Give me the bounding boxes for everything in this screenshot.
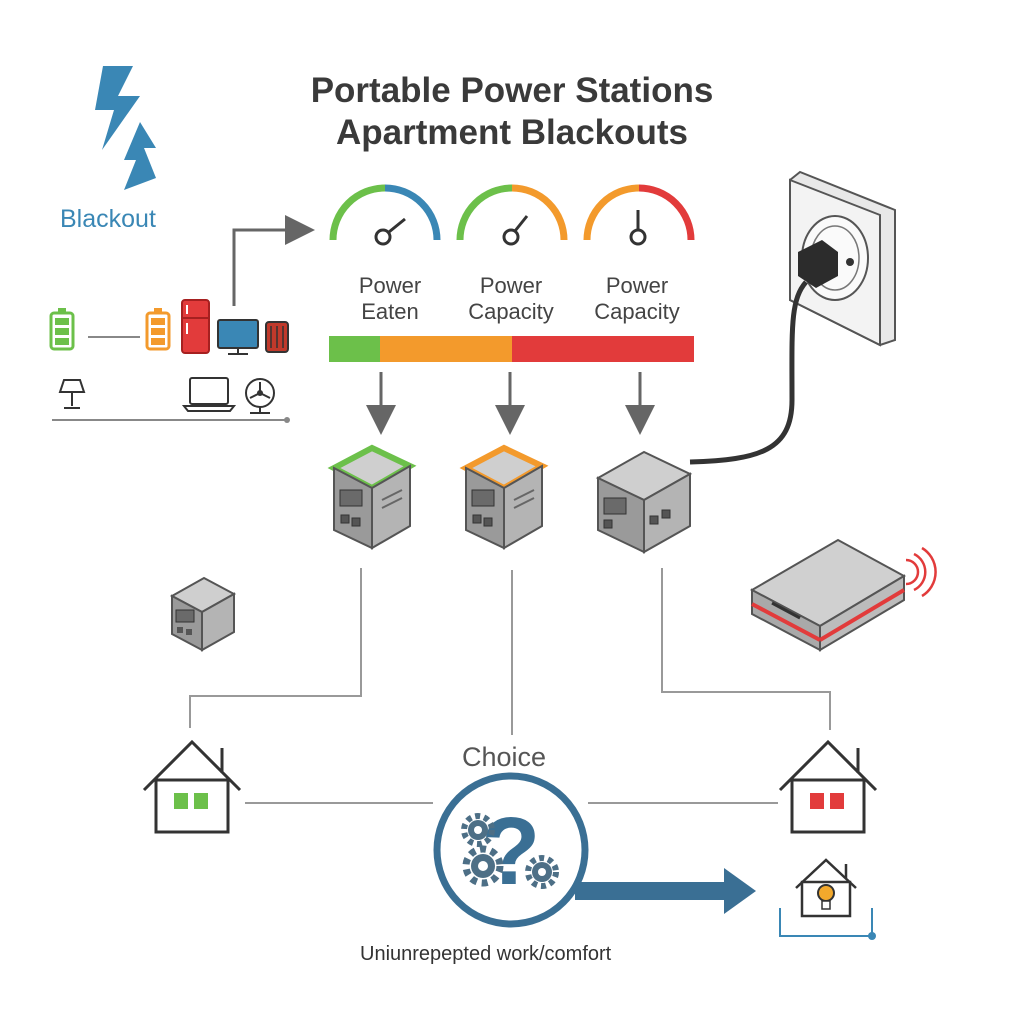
power-station-orange (459, 444, 549, 550)
power-station-green (327, 444, 417, 550)
laptop-icon (181, 377, 237, 412)
gauge-2 (456, 184, 568, 246)
lamp-icon (58, 379, 86, 409)
connector-arrow (232, 215, 315, 306)
page-title-line-1: Portable Power Stations (310, 71, 714, 110)
smart-home-lightbulb-icon (779, 858, 876, 940)
page-title-line-2: Apartment Blackouts (335, 113, 689, 152)
footer-caption: Uniunrepepted work/comfort (360, 943, 612, 965)
gauge-3-label-line-1: Power (605, 273, 669, 298)
capacity-bar (329, 336, 694, 362)
fridge-icon (181, 299, 210, 354)
question-gears-icon: ? (433, 772, 589, 928)
gauge-1 (329, 184, 441, 246)
choice-label: Choice (462, 742, 547, 772)
capacity-bar-segment-green (329, 336, 380, 362)
gauge-3-label-line-2: Capacity (594, 299, 680, 324)
monitor-icon (217, 319, 259, 355)
battery-half-icon (145, 308, 171, 351)
power-cable (689, 280, 808, 465)
house-green-window-right (194, 793, 208, 809)
gauge-1-label-line-2: Eaten (361, 299, 419, 324)
gauge-3 (583, 184, 695, 246)
heater-icon (265, 321, 289, 353)
fan-icon (245, 378, 275, 414)
wifi-signal-icon (905, 546, 937, 598)
appliance-panel (49, 215, 315, 423)
capacity-bar-segment-red (512, 336, 694, 362)
power-station-gray (595, 450, 693, 554)
house-red (778, 739, 878, 834)
blackout-label: Blackout (60, 205, 156, 233)
power-plug-icon (798, 240, 838, 288)
power-station-small (169, 576, 237, 652)
gauge-2-label-line-1: Power (479, 273, 543, 298)
house-red-window-right (830, 793, 844, 809)
router-icon (749, 538, 907, 652)
connection-lines (189, 568, 831, 804)
house-green-window-left (174, 793, 188, 809)
lightning-bolt-icon (95, 66, 156, 190)
battery-full-icon (49, 308, 75, 351)
gauge-2-label-line-2: Capacity (468, 299, 554, 324)
house-red-window-left (810, 793, 824, 809)
result-arrow (575, 868, 756, 914)
house-green (142, 739, 242, 834)
capacity-bar-segment-orange (380, 336, 512, 362)
svg-text:?: ? (482, 798, 541, 905)
gauge-1-label-line-1: Power (358, 273, 422, 298)
